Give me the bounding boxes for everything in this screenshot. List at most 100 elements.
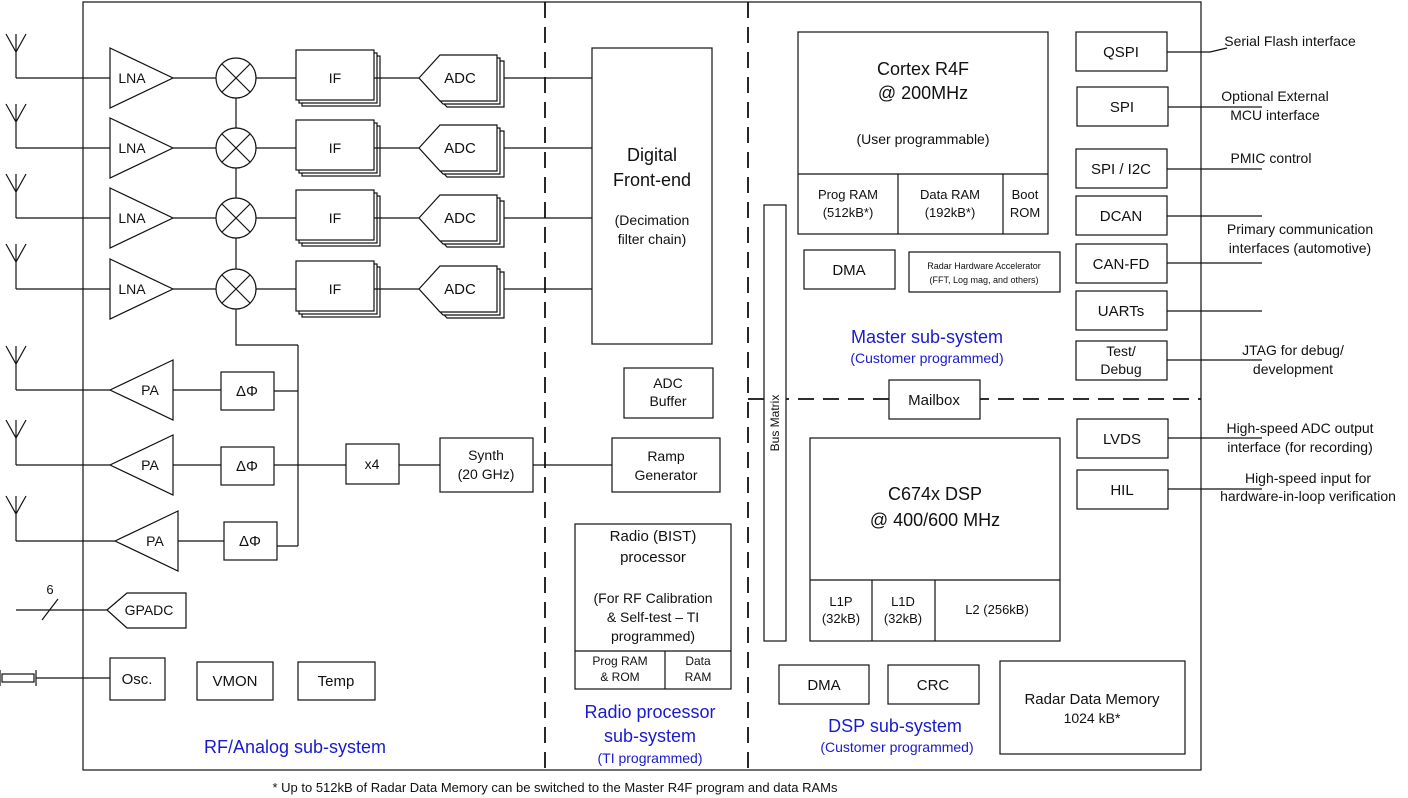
cortex-title: Cortex R4F — [877, 59, 969, 79]
digital-frontend-block — [591, 47, 713, 345]
l1p-label-1: L1P — [829, 594, 852, 609]
phase-label: ΔΦ — [239, 533, 261, 550]
lna-2 — [109, 117, 175, 179]
ext-hsadc-1: High-speed ADC output — [1226, 420, 1373, 436]
lna-1 — [109, 47, 175, 109]
ext-hsin-1: High-speed input for — [1245, 470, 1371, 486]
lna-label: LNA — [118, 140, 146, 156]
bist-title-2: processor — [620, 549, 686, 566]
bus-matrix-label: Bus Matrix — [768, 395, 782, 452]
gpadc-block — [106, 592, 187, 629]
rx-antenna-icons — [5, 33, 110, 290]
qspi-label: QSPI — [1103, 44, 1139, 61]
master-program-label-1: Prog RAM — [818, 187, 878, 202]
bist-dataram-label-2: RAM — [685, 670, 712, 684]
cortex-desc: (User programmable) — [856, 131, 989, 147]
master-dma-label: DMA — [832, 262, 865, 279]
synth-label: Synth — [468, 447, 504, 463]
radio-subsystem-label-1: Radio processor — [584, 702, 715, 722]
ext-jtag-1: JTAG for debug/ — [1242, 342, 1344, 358]
dfe-title-2: Front-end — [613, 170, 691, 190]
ext-mcu-1: Optional External — [1221, 88, 1328, 104]
master-dma-block — [803, 249, 896, 290]
if-label: IF — [329, 70, 341, 86]
bist-dataram-label-1: Data — [685, 654, 711, 668]
test-label-2: Debug — [1100, 361, 1141, 377]
ext-hsadc-2: interface (for recording) — [1227, 439, 1373, 455]
mixer-icons — [215, 57, 257, 310]
spi-i2c-block — [1075, 148, 1168, 189]
bist-program-label-1: Prog RAM — [592, 654, 647, 668]
rx-chains: LNA LNA LNA LNA IF IF IF IF — [5, 33, 592, 346]
bist-desc-2: & Self-test – TI — [607, 609, 699, 625]
if-label: IF — [329, 140, 341, 156]
phase-shifter-3 — [223, 521, 278, 561]
mailbox-block — [888, 379, 981, 420]
lna-4 — [109, 258, 175, 320]
pa-label: PA — [141, 382, 159, 398]
crc-label: CRC — [917, 677, 950, 694]
synth-block — [439, 437, 534, 493]
qspi-block — [1075, 31, 1168, 72]
master-subsystem-label-2: (Customer programmed) — [850, 350, 1003, 366]
cortex-freq: @ 200MHz — [878, 83, 968, 103]
bist-processor-block — [574, 523, 732, 690]
radio-subsystem-label-3: (TI programmed) — [597, 750, 702, 766]
osc-label: Osc. — [122, 671, 153, 688]
l1p-label-2: (32kB) — [822, 611, 860, 626]
canfd-block — [1075, 243, 1168, 284]
spi-i2c-label: SPI / I2C — [1091, 161, 1151, 178]
uarts-label: UARTs — [1098, 303, 1144, 320]
rf-subsystem-label: RF/Analog sub-system — [204, 737, 386, 757]
lna-label: LNA — [118, 281, 146, 297]
adc-label: ADC — [444, 210, 476, 227]
master-program-label-2: (512kB*) — [823, 205, 874, 220]
ext-comm-1: Primary communication — [1227, 221, 1373, 237]
ext-pmic: PMIC control — [1231, 150, 1312, 166]
tx-antenna-icons — [5, 345, 115, 542]
bist-title-1: Radio (BIST) — [610, 528, 697, 545]
bist-desc-1: (For RF Calibration — [593, 590, 712, 606]
bist-desc-3: programmed) — [611, 628, 695, 644]
spi-block — [1076, 86, 1169, 127]
phase-label: ΔΦ — [236, 383, 258, 400]
ext-jtag-2: development — [1253, 361, 1333, 377]
master-subsystem-label-1: Master sub-system — [851, 327, 1003, 347]
osc-block — [109, 657, 166, 701]
peripheral-blocks — [1075, 31, 1169, 510]
hwa-label-1: Radar Hardware Accelerator — [927, 261, 1041, 271]
adc-buffer-label-2: Buffer — [649, 393, 686, 409]
tx-chains: PA PA PA ΔΦ ΔΦ ΔΦ x4 Synth (20 GHz) — [5, 345, 612, 572]
gpadc-label: GPADC — [125, 602, 174, 618]
canfd-label: CAN-FD — [1093, 256, 1150, 273]
temp-label: Temp — [318, 673, 355, 690]
dcan-block — [1075, 195, 1168, 236]
radar-data-memory-block — [999, 660, 1186, 755]
ext-comm-2: interfaces (automotive) — [1229, 240, 1371, 256]
footnote: * Up to 512kB of Radar Data Memory can b… — [272, 780, 838, 795]
if-label: IF — [329, 281, 341, 297]
ramp-generator-block — [611, 437, 721, 493]
bus-matrix-block — [763, 204, 787, 642]
adc-buffer-block — [623, 367, 714, 419]
dsp-title: C674x DSP — [888, 484, 982, 504]
radio-subsystem-label-2: sub-system — [604, 726, 696, 746]
adc-label: ADC — [444, 70, 476, 87]
hil-block — [1076, 469, 1169, 510]
pa-label: PA — [146, 533, 164, 549]
adc-buffer-label-1: ADC — [653, 375, 683, 391]
adc-blocks — [418, 54, 505, 319]
dsp-freq: @ 400/600 MHz — [870, 510, 1000, 530]
lna-label: LNA — [118, 210, 146, 226]
dsp-subsystem-label-1: DSP sub-system — [828, 716, 962, 736]
mailbox-label: Mailbox — [908, 392, 960, 409]
l1d-label-2: (32kB) — [884, 611, 922, 626]
ext-serial-flash: Serial Flash interface — [1224, 33, 1356, 49]
phase-shifter-1 — [220, 371, 275, 411]
x4-label: x4 — [365, 456, 380, 472]
test-debug-block — [1075, 340, 1168, 381]
master-dataram-label-1: Data RAM — [920, 187, 980, 202]
if-label: IF — [329, 210, 341, 226]
dfe-desc-1: (Decimation — [615, 212, 690, 228]
